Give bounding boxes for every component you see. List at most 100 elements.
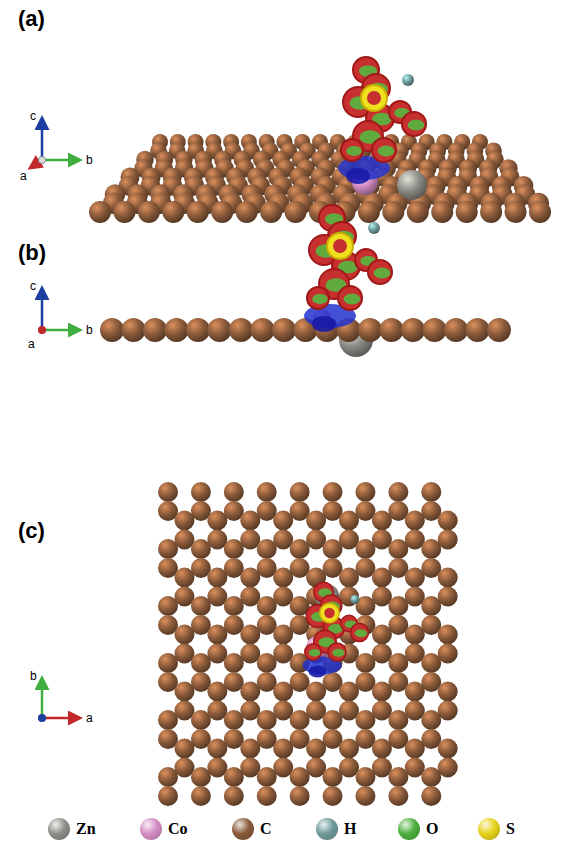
carbon-atom — [355, 653, 375, 673]
carbon-atom — [421, 710, 441, 730]
carbon-atom — [174, 511, 194, 531]
panel-label: (b) — [18, 242, 46, 264]
carbon-atom — [224, 539, 244, 559]
carbon-atom — [421, 596, 441, 616]
carbon-atom — [273, 739, 293, 759]
carbon-atom — [405, 739, 425, 759]
carbon-atom — [257, 482, 277, 502]
carbon-atom — [423, 318, 447, 342]
carbon-atom — [285, 201, 307, 223]
carbon-atom — [372, 739, 392, 759]
carbon-atom — [372, 682, 392, 702]
carbon-atom — [438, 511, 458, 531]
carbon-atom — [191, 539, 211, 559]
carbon-atom — [421, 539, 441, 559]
carbon-atom — [257, 539, 277, 559]
carbon-atom — [191, 710, 211, 730]
carbon-atom — [257, 596, 277, 616]
axis-triad — [39, 678, 81, 722]
carbon-atom — [405, 682, 425, 702]
carbon-atom — [290, 539, 310, 559]
carbon-atom — [207, 682, 227, 702]
carbon-atom — [529, 201, 551, 223]
carbon-atom — [306, 739, 326, 759]
legend-item: C — [232, 818, 272, 840]
carbon-atom — [224, 786, 244, 806]
carbon-atom — [388, 767, 408, 787]
carbon-atom — [207, 739, 227, 759]
carbon-atom — [251, 318, 275, 342]
legend-swatch — [140, 818, 162, 840]
carbon-atom — [306, 682, 326, 702]
axis-a-dot — [38, 326, 46, 334]
carbon-atom — [339, 568, 359, 588]
carbon-atom — [273, 511, 293, 531]
legend-text: S — [506, 820, 515, 838]
legend-item: Co — [140, 818, 188, 840]
carbon-atom — [421, 653, 441, 673]
carbon-atom — [480, 201, 502, 223]
carbon-atom — [382, 201, 404, 223]
legend-text: C — [260, 820, 272, 838]
carbon-atom — [158, 653, 178, 673]
legend-text: Zn — [76, 820, 96, 838]
carbon-atom — [290, 482, 310, 502]
carbon-atom — [358, 201, 380, 223]
carbon-atom — [158, 482, 178, 502]
carbon-atom — [306, 511, 326, 531]
carbon-atom — [388, 786, 408, 806]
carbon-atom — [208, 318, 232, 342]
carbon-atom — [323, 539, 343, 559]
carbon-atom — [240, 568, 260, 588]
carbon-atom — [100, 318, 124, 342]
legend-swatch — [398, 818, 420, 840]
carbon-atom — [207, 568, 227, 588]
carbon-atom — [358, 318, 382, 342]
carbon-atom — [355, 539, 375, 559]
carbon-atom — [339, 739, 359, 759]
carbon-atom — [323, 786, 343, 806]
carbon-atom — [505, 201, 527, 223]
legend-item: O — [398, 818, 438, 840]
carbon-atom — [158, 596, 178, 616]
carbon-atom — [421, 482, 441, 502]
carbon-atom — [158, 539, 178, 559]
carbon-atom — [273, 682, 293, 702]
carbon-atom — [165, 318, 189, 342]
carbon-atom — [174, 739, 194, 759]
carbon-atom — [290, 767, 310, 787]
carbon-atom — [444, 318, 468, 342]
carbon-atom — [339, 511, 359, 531]
carbon-atom — [323, 482, 343, 502]
carbon-atom — [224, 653, 244, 673]
carbon-atom — [372, 625, 392, 645]
carbon-atom — [323, 710, 343, 730]
carbon-atom — [466, 318, 490, 342]
carbon-atom — [438, 682, 458, 702]
carbon-atom — [388, 710, 408, 730]
axis-label: c — [30, 280, 36, 292]
carbon-atom — [273, 568, 293, 588]
carbon-atom — [191, 786, 211, 806]
carbon-atom — [257, 786, 277, 806]
axis-label: a — [28, 338, 35, 350]
carbon-atom — [240, 625, 260, 645]
carbon-atom — [191, 596, 211, 616]
carbon-atom — [438, 739, 458, 759]
legend-swatch — [316, 818, 338, 840]
carbon-atom — [158, 767, 178, 787]
legend-swatch — [232, 818, 254, 840]
axis-label: a — [86, 712, 93, 724]
carbon-atom — [191, 767, 211, 787]
carbon-atom — [191, 653, 211, 673]
axis-label: c — [30, 110, 36, 122]
carbon-atom — [122, 318, 146, 342]
carbon-atom — [113, 201, 135, 223]
carbon-atom — [323, 767, 343, 787]
carbon-atom — [372, 568, 392, 588]
carbon-atom — [174, 625, 194, 645]
carbon-atom — [138, 201, 160, 223]
carbon-atom — [273, 625, 293, 645]
carbon-atom — [191, 482, 211, 502]
